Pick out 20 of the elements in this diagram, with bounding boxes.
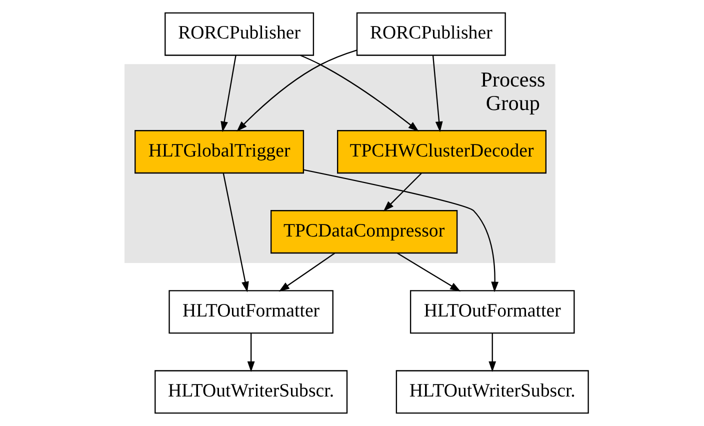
node-box: HLTOutWriterSubscr. xyxy=(154,370,348,414)
node-box: HLTOutFormatter xyxy=(410,290,575,334)
node-box: HLTOutFormatter xyxy=(168,290,334,334)
arrow xyxy=(220,55,236,132)
arrow xyxy=(397,252,461,292)
node-box: TPCHWClusterDecoder xyxy=(337,130,546,174)
arrow xyxy=(432,55,443,132)
arrow xyxy=(278,252,335,292)
arrow xyxy=(488,333,496,372)
node-box: RORCPublisher xyxy=(164,12,314,56)
arrow xyxy=(300,54,419,132)
node-box: HLTGlobalTrigger xyxy=(134,130,304,174)
arrow xyxy=(383,172,422,212)
arrow xyxy=(247,333,255,372)
node-box: TPCDataCompressor xyxy=(270,210,458,254)
arrow xyxy=(303,169,499,292)
node-box: HLTOutWriterSubscr. xyxy=(396,370,589,414)
node-box: RORCPublisher xyxy=(356,12,506,56)
arrow xyxy=(222,173,249,292)
arrow xyxy=(236,50,357,132)
